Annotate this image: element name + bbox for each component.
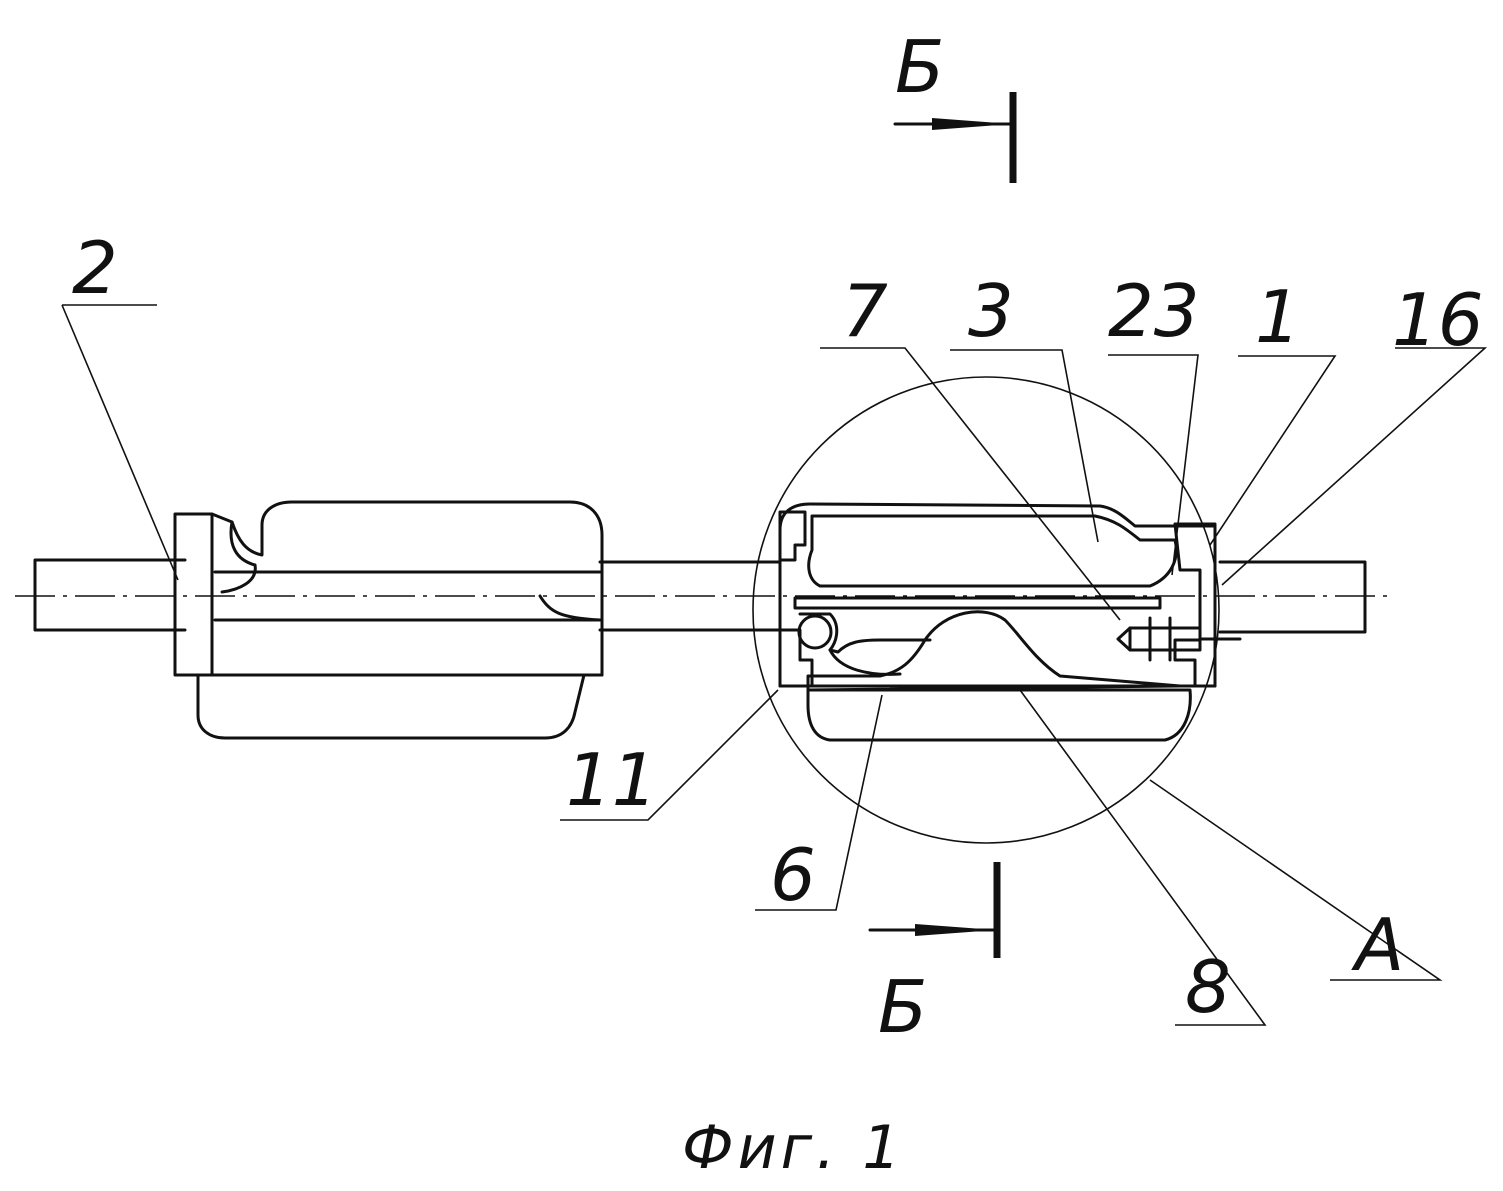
- upper-elastic-element: [809, 516, 1177, 586]
- part-labels: 2 7 3 23 1 16 11 6 8 А Б Б: [72, 25, 1484, 1049]
- right-housing-section: [780, 504, 1240, 740]
- figure-caption: Фиг. 1: [682, 1113, 905, 1183]
- label-part-8: 8: [1185, 945, 1231, 1029]
- detail-circle-a: [753, 377, 1219, 843]
- section-mark-bottom: [870, 862, 997, 958]
- label-part-16: 16: [1392, 278, 1484, 362]
- label-part-7: 7: [842, 269, 888, 353]
- label-part-23: 23: [1108, 269, 1200, 353]
- leader-lines: [62, 305, 1485, 1025]
- label-part-6: 6: [770, 833, 816, 917]
- label-part-11: 11: [566, 738, 658, 822]
- label-section-top: Б: [895, 25, 944, 109]
- label-detail-a: А: [1351, 903, 1404, 987]
- left-shaft: [35, 560, 600, 630]
- label-part-2: 2: [72, 226, 118, 310]
- lower-elastic-element: [808, 690, 1190, 740]
- label-part-3: 3: [968, 269, 1014, 353]
- label-section-bottom: Б: [878, 965, 927, 1049]
- label-part-1: 1: [1255, 275, 1301, 359]
